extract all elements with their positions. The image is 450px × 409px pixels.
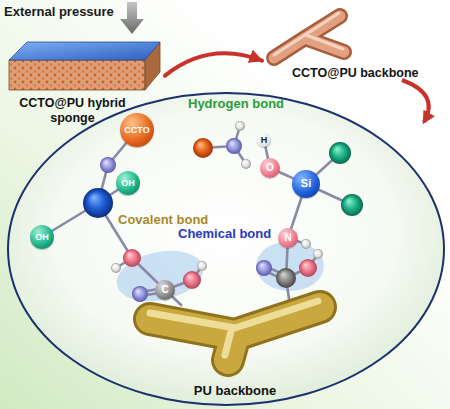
hydrogen-atom: H	[257, 133, 271, 147]
atom-sphere	[83, 188, 113, 218]
sponge-top	[9, 42, 160, 60]
atom-sphere	[132, 286, 148, 302]
atom-sphere	[256, 260, 272, 276]
annotation-label: External pressure	[4, 4, 114, 20]
sponge-front	[9, 60, 145, 90]
process-arrow	[402, 80, 429, 122]
scheme-ellipse	[8, 93, 444, 405]
tube-highlight	[150, 301, 318, 355]
annotation-label: Hydrogen bond	[188, 96, 284, 112]
bond-highlight	[112, 243, 208, 308]
backbone-fragment: CCTO@PU backbone	[262, 8, 440, 86]
atom-symbol: C	[161, 284, 168, 296]
atom-symbol: O	[266, 162, 274, 174]
atom-sphere	[301, 239, 311, 249]
process-arrow	[165, 53, 262, 75]
nitrogen-atom: N	[278, 228, 298, 248]
atom-sphere	[183, 271, 201, 289]
atom-sphere	[193, 138, 213, 158]
atom-sphere	[313, 249, 323, 259]
atom-sphere	[111, 263, 121, 273]
silicon-atom: Si	[292, 170, 320, 198]
annotation-label: Chemical bond	[178, 226, 271, 242]
atom-sphere	[276, 268, 296, 288]
atom-sphere	[341, 194, 363, 216]
pu-backbone: PU backbone	[130, 305, 340, 405]
bond-lines	[42, 126, 352, 320]
atom-symbol: H	[261, 135, 268, 146]
atom-sphere	[226, 138, 242, 154]
node-caption: CCTO@PU backbone	[292, 66, 437, 81]
node-caption: CCTO@PU hybrid sponge	[10, 96, 135, 126]
atom-symbol: OH	[35, 232, 49, 243]
sponge-shape	[5, 38, 165, 94]
atoms	[83, 121, 363, 302]
atom-sphere	[100, 157, 116, 173]
bond-line	[279, 172, 293, 178]
tube-highlight	[274, 13, 343, 55]
atom-sphere	[235, 121, 245, 131]
bond-line	[265, 147, 267, 158]
node-caption: PU backbone	[130, 383, 340, 399]
atom-symbol: N	[284, 232, 291, 244]
pressure-arrow	[120, 2, 144, 34]
carbon-atom: C	[155, 280, 175, 300]
atom-sphere	[241, 159, 251, 169]
atom-sphere	[123, 249, 141, 267]
atom-symbol: Si	[301, 177, 311, 190]
pu-backbone-shape	[130, 305, 340, 381]
atom-symbol: OH	[121, 178, 135, 189]
atom-sphere	[299, 259, 317, 277]
hydroxyl-group: OH	[116, 171, 140, 195]
atom-symbol: CCTO	[124, 125, 149, 136]
ccto-particle: CCTO	[120, 113, 154, 147]
hydroxyl-group: OH	[30, 225, 54, 249]
oxygen-atom: O	[260, 158, 280, 178]
bond-line	[172, 297, 181, 305]
annotation-label: Covalent bond	[118, 212, 208, 228]
atom-sphere	[329, 142, 351, 164]
bond-highlight	[256, 241, 324, 291]
atom-sphere	[197, 261, 207, 271]
backbone-fragment-shape	[262, 8, 440, 68]
bond-line	[291, 197, 301, 228]
